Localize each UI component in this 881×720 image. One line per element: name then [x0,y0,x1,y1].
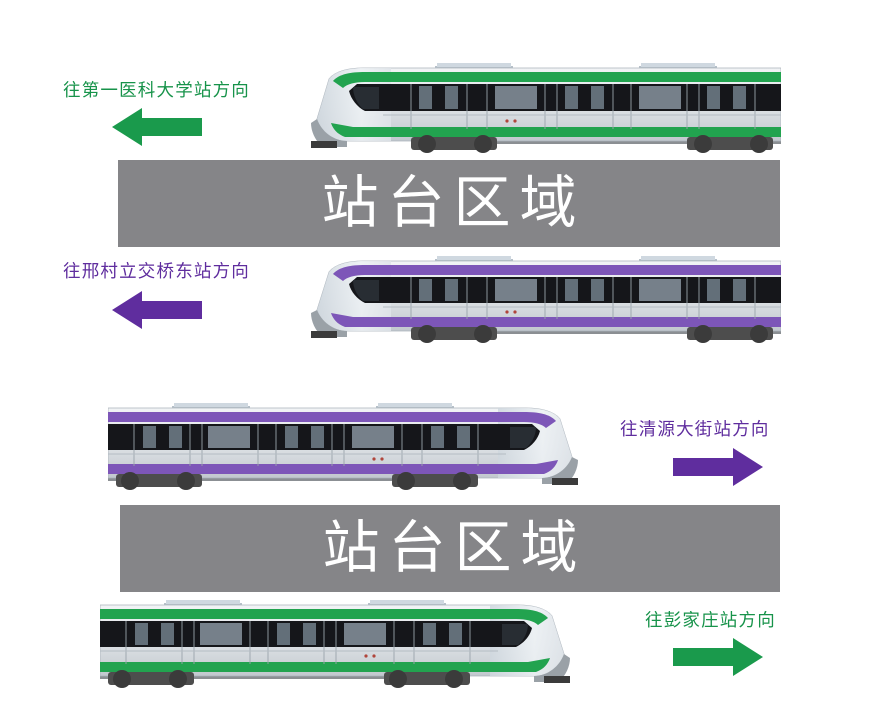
platform-area-label: 站台区域 [321,170,586,236]
direction-text: 往邢村立交桥东站方向 [63,262,250,282]
train-green-facing-right [100,600,570,688]
arrow-right-icon [673,638,763,676]
direction-text: 往清源大街站方向 [620,420,770,440]
direction-label-to-xingcun-interchange-east: 往邢村立交桥东站方向 [63,262,250,282]
train-green-facing-left [311,63,781,153]
arrow-right-icon [673,448,763,486]
arrow-left-icon [112,108,202,146]
bogie [108,670,470,688]
platform-area-banner-top: 站台区域 [118,160,780,247]
direction-text: 往第一医科大学站方向 [63,81,250,101]
train-purple-facing-right [108,403,578,490]
direction-label-to-pengjiazhuang: 往彭家庄站方向 [645,611,776,631]
train-purple-facing-left [311,256,781,343]
bogie [411,135,773,153]
platform-area-label: 站台区域 [322,515,587,581]
arrow-left-icon [112,291,202,329]
direction-text: 往彭家庄站方向 [645,611,776,631]
arrow-right-purple [673,447,763,487]
bogie [116,472,478,490]
arrow-left-green-top [112,107,202,147]
arrow-left-purple [112,290,202,330]
bogie [411,325,773,343]
direction-label-to-qingyuan-street: 往清源大街站方向 [620,420,770,440]
platform-area-banner-bottom: 站台区域 [120,505,780,592]
arrow-right-green [673,637,763,677]
direction-label-to-first-medical-university: 往第一医科大学站方向 [63,81,250,101]
